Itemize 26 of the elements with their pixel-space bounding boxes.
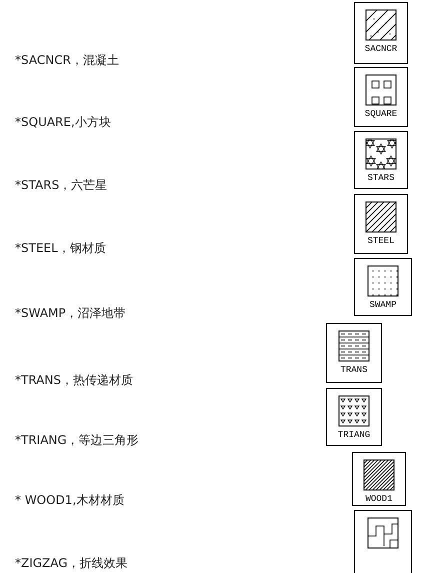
pattern-description: *STARS，六芒星 <box>15 177 108 193</box>
pattern-description: *TRANS，热传递材质 <box>15 372 133 388</box>
pattern-name: TRANS <box>340 365 368 375</box>
pattern-tile <box>352 452 406 506</box>
pattern-tile <box>354 194 408 254</box>
pattern-name: STEEL <box>367 236 394 246</box>
pattern-description: *ZIGZAG，折线效果 <box>15 555 128 571</box>
pattern-tile <box>354 2 408 64</box>
pattern-tile <box>354 67 408 127</box>
pattern-tile <box>354 131 408 189</box>
pattern-name: STARS <box>367 173 394 183</box>
pattern-name: SWAMP <box>369 300 396 310</box>
pattern-name: TRIANG <box>338 430 370 440</box>
pattern-description: *TRIANG，等边三角形 <box>15 432 139 448</box>
pattern-description: * WOOD1,木材材质 <box>15 492 124 508</box>
pattern-description: *SWAMP，沼泽地带 <box>15 305 126 321</box>
pattern-tile <box>354 258 412 316</box>
pattern-tile <box>354 510 412 573</box>
pattern-name: SQUARE <box>364 109 398 119</box>
pattern-name: WOOD1 <box>365 494 392 504</box>
pattern-name: SACNCR <box>364 44 398 54</box>
pattern-description: *SQUARE,小方块 <box>15 114 111 130</box>
pattern-description: *SACNCR，混凝土 <box>15 52 119 68</box>
pattern-description: *STEEL，钢材质 <box>15 240 106 256</box>
pattern-tile <box>326 323 382 383</box>
pattern-tile <box>326 388 382 446</box>
